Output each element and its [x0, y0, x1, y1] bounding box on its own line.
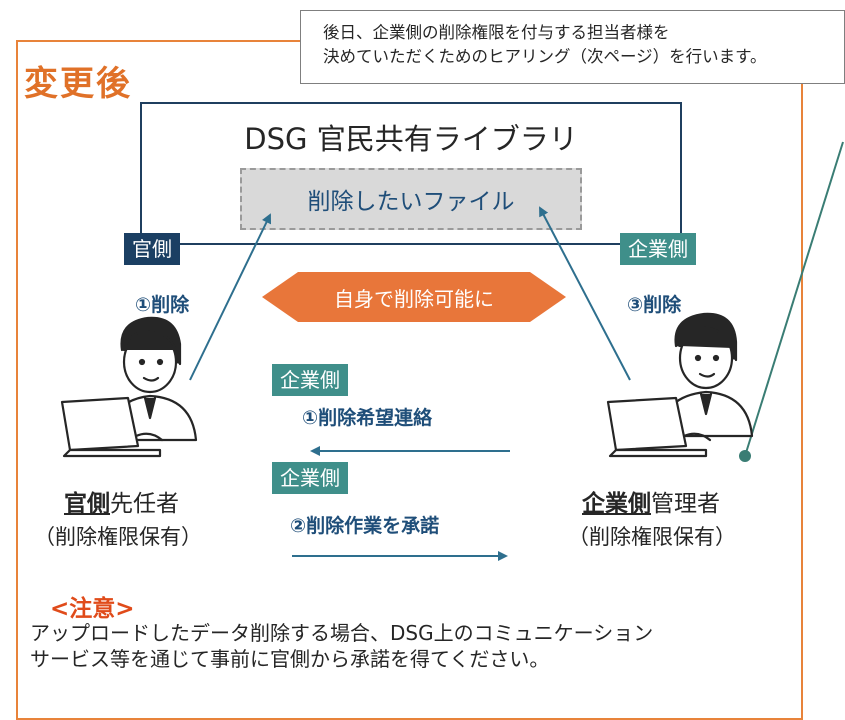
gov-person-name-rest: 先任者: [110, 491, 179, 517]
gov-person-name: 官側先任者: [64, 484, 179, 518]
corp-person-name-bold: 企業側: [582, 491, 651, 517]
gov-person-icon: [60, 316, 198, 458]
callout-leader-dot: [739, 450, 751, 462]
corp-person-icon: [606, 312, 754, 458]
approve-step: ②削除作業を承諾: [290, 515, 440, 537]
gov-delete-step: ①削除: [135, 294, 190, 316]
corp-person-name-rest: 管理者: [651, 491, 720, 517]
section-title: 変更後: [24, 64, 132, 104]
self-delete-pill: [262, 272, 566, 322]
library-title: DSG 官民共有ライブラリ: [244, 122, 578, 156]
target-file-box: [240, 168, 582, 230]
approve-corp-tag: 企業側: [272, 462, 348, 494]
corp-person-permission: （削除権限保有）: [568, 525, 736, 549]
corp-delete-arrow: [539, 206, 631, 381]
corp-person-name: 企業側管理者: [582, 484, 720, 518]
hearing-callout: 後日、企業側の削除権限を付与する担当者様を 決めていただくためのヒアリング（次ペ…: [300, 10, 845, 84]
contact-step: ①削除希望連絡: [302, 407, 433, 429]
contact-corp-tag: 企業側: [272, 364, 348, 396]
gov-person-name-bold: 官側: [64, 491, 110, 517]
notice-body: アップロードしたデータ削除する場合、DSG上のコミュニケーション サービス等を通…: [30, 620, 800, 672]
gov-delete-arrow: [189, 213, 272, 381]
callout-line-1: 後日、企業側の削除権限を付与する担当者様を: [323, 23, 670, 42]
self-delete-label: 自身で削除可能に: [334, 287, 494, 311]
callout-leader-line: [744, 141, 844, 457]
corp-side-tag: 企業側: [620, 233, 696, 265]
gov-person-permission: （削除権限保有）: [34, 525, 202, 549]
corp-delete-step: ③削除: [627, 294, 682, 316]
notice-heading: <注意>: [50, 596, 135, 622]
gov-side-tag: 官側: [124, 233, 180, 265]
callout-line-2: 決めていただくためのヒアリング（次ページ）を行います。: [323, 47, 767, 66]
notice-line-2: サービス等を通じて事前に官側から承諾を得てください。: [30, 647, 550, 671]
target-file-label: 削除したいファイル: [307, 189, 515, 215]
notice-line-1: アップロードしたデータ削除する場合、DSG上のコミュニケーション: [30, 621, 654, 645]
